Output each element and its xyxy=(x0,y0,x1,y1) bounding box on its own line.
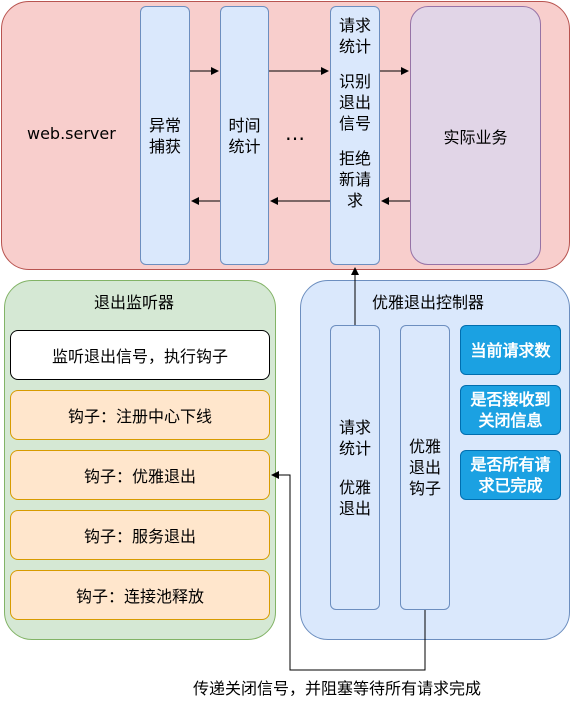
exception-capture-label: 异常 捕获 xyxy=(148,115,181,156)
time-stats-box: 时间 统计 xyxy=(220,6,269,265)
hook-graceful-exit: 钩子：优雅退出 xyxy=(10,450,270,500)
arrow-hook-to-listener xyxy=(271,471,426,671)
close-signal-received-badge: 是否接收到 关闭信息 xyxy=(460,385,561,435)
controller-request-stats-box: 请求 统计 优雅 退出 xyxy=(330,325,380,610)
graceful-exit-controller-title: 优雅退出控制器 xyxy=(372,293,485,312)
listen-exit-signal-box: 监听退出信号，执行钩子 xyxy=(10,330,270,380)
exception-capture-box: 异常 捕获 xyxy=(140,6,190,265)
reject-new-request-label: 拒绝 新请 求 xyxy=(338,149,371,210)
close-signal-received-label: 是否接收到 关闭信息 xyxy=(470,390,551,430)
annotation-label: 传递关闭信号，并阻塞等待所有请求完成 xyxy=(193,679,482,698)
listen-exit-signal-label: 监听退出信号，执行钩子 xyxy=(51,347,228,366)
time-stats-label: 时间 统计 xyxy=(228,115,261,156)
web-server-label: web.server xyxy=(27,124,116,143)
hook-label: 钩子：服务退出 xyxy=(83,527,196,546)
current-request-count-badge: 当前请求数 xyxy=(460,325,561,375)
graceful-exit-hook-box: 优雅 退出 钩子 xyxy=(400,325,450,610)
hook-connection-pool-release: 钩子：连接池释放 xyxy=(10,570,270,620)
hook-label: 钩子：优雅退出 xyxy=(83,467,196,486)
hook-registry-offline: 钩子：注册中心下线 xyxy=(10,390,270,440)
all-requests-done-badge: 是否所有请 求已完成 xyxy=(460,450,561,500)
all-requests-done-label: 是否所有请 求已完成 xyxy=(470,455,551,495)
hook-label: 钩子：连接池释放 xyxy=(75,587,204,606)
identify-exit-signal-label: 识别 退出 信号 xyxy=(338,72,371,133)
graceful-exit-hook-label: 优雅 退出 钩子 xyxy=(408,437,441,498)
request-stats-label: 请求 统计 xyxy=(338,16,371,56)
actual-business-label: 实际业务 xyxy=(443,127,508,147)
actual-business-box: 实际业务 xyxy=(410,6,541,265)
controller-request-stats-label: 请求 统计 xyxy=(338,417,371,458)
middleware-box: 请求 统计 识别 退出 信号 拒绝 新请 求 xyxy=(330,6,380,265)
hook-service-exit: 钩子：服务退出 xyxy=(10,510,270,560)
hook-label: 钩子：注册中心下线 xyxy=(67,407,212,426)
current-request-count-label: 当前请求数 xyxy=(470,340,551,360)
controller-graceful-exit-label: 优雅 退出 xyxy=(338,477,371,518)
exit-listener-title: 退出监听器 xyxy=(94,293,175,312)
ellipsis-label: … xyxy=(285,121,305,145)
